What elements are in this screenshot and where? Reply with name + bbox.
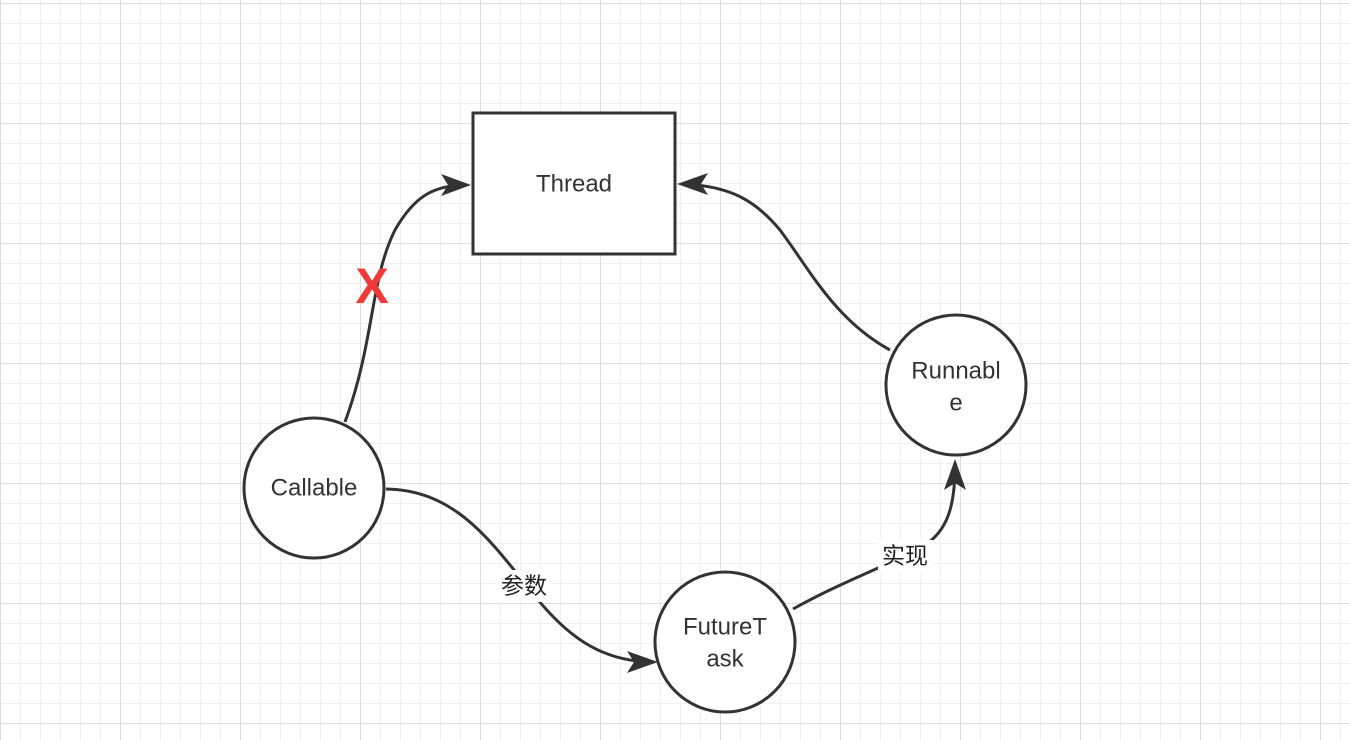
node-thread-label: Thread bbox=[536, 170, 612, 197]
node-runnable-label-line1: Runnabl bbox=[911, 357, 1000, 384]
edge-callable-to-thread[interactable] bbox=[343, 183, 468, 423]
node-futuretask-label-line1: FutureT bbox=[683, 613, 767, 640]
node-callable[interactable]: Callable bbox=[242, 416, 386, 560]
node-runnable[interactable]: Runnabl e bbox=[884, 313, 1028, 457]
arrowhead-runnable-to-thread bbox=[677, 173, 708, 195]
node-futuretask[interactable]: FutureT ask bbox=[653, 570, 797, 714]
node-callable-label: Callable bbox=[271, 474, 358, 501]
node-thread[interactable]: Thread bbox=[471, 111, 677, 256]
arrowhead-callable-to-thread bbox=[441, 174, 471, 196]
edge-label-parameter-text: 参数 bbox=[501, 574, 547, 600]
node-runnable-label-line2: e bbox=[949, 389, 962, 416]
invalid-x-mark: X bbox=[355, 258, 388, 314]
arrowhead-futuretask-to-runnable bbox=[944, 459, 966, 490]
arrowhead-callable-to-futuretask bbox=[627, 651, 658, 673]
node-futuretask-label-line2: ask bbox=[706, 645, 744, 672]
edge-label-parameter: 参数 bbox=[497, 570, 552, 602]
edge-futuretask-to-runnable[interactable] bbox=[792, 464, 957, 611]
edge-label-implements-text: 实现 bbox=[882, 544, 928, 570]
edge-label-implements: 实现 bbox=[878, 540, 933, 572]
edge-runnable-to-thread[interactable] bbox=[682, 182, 891, 352]
